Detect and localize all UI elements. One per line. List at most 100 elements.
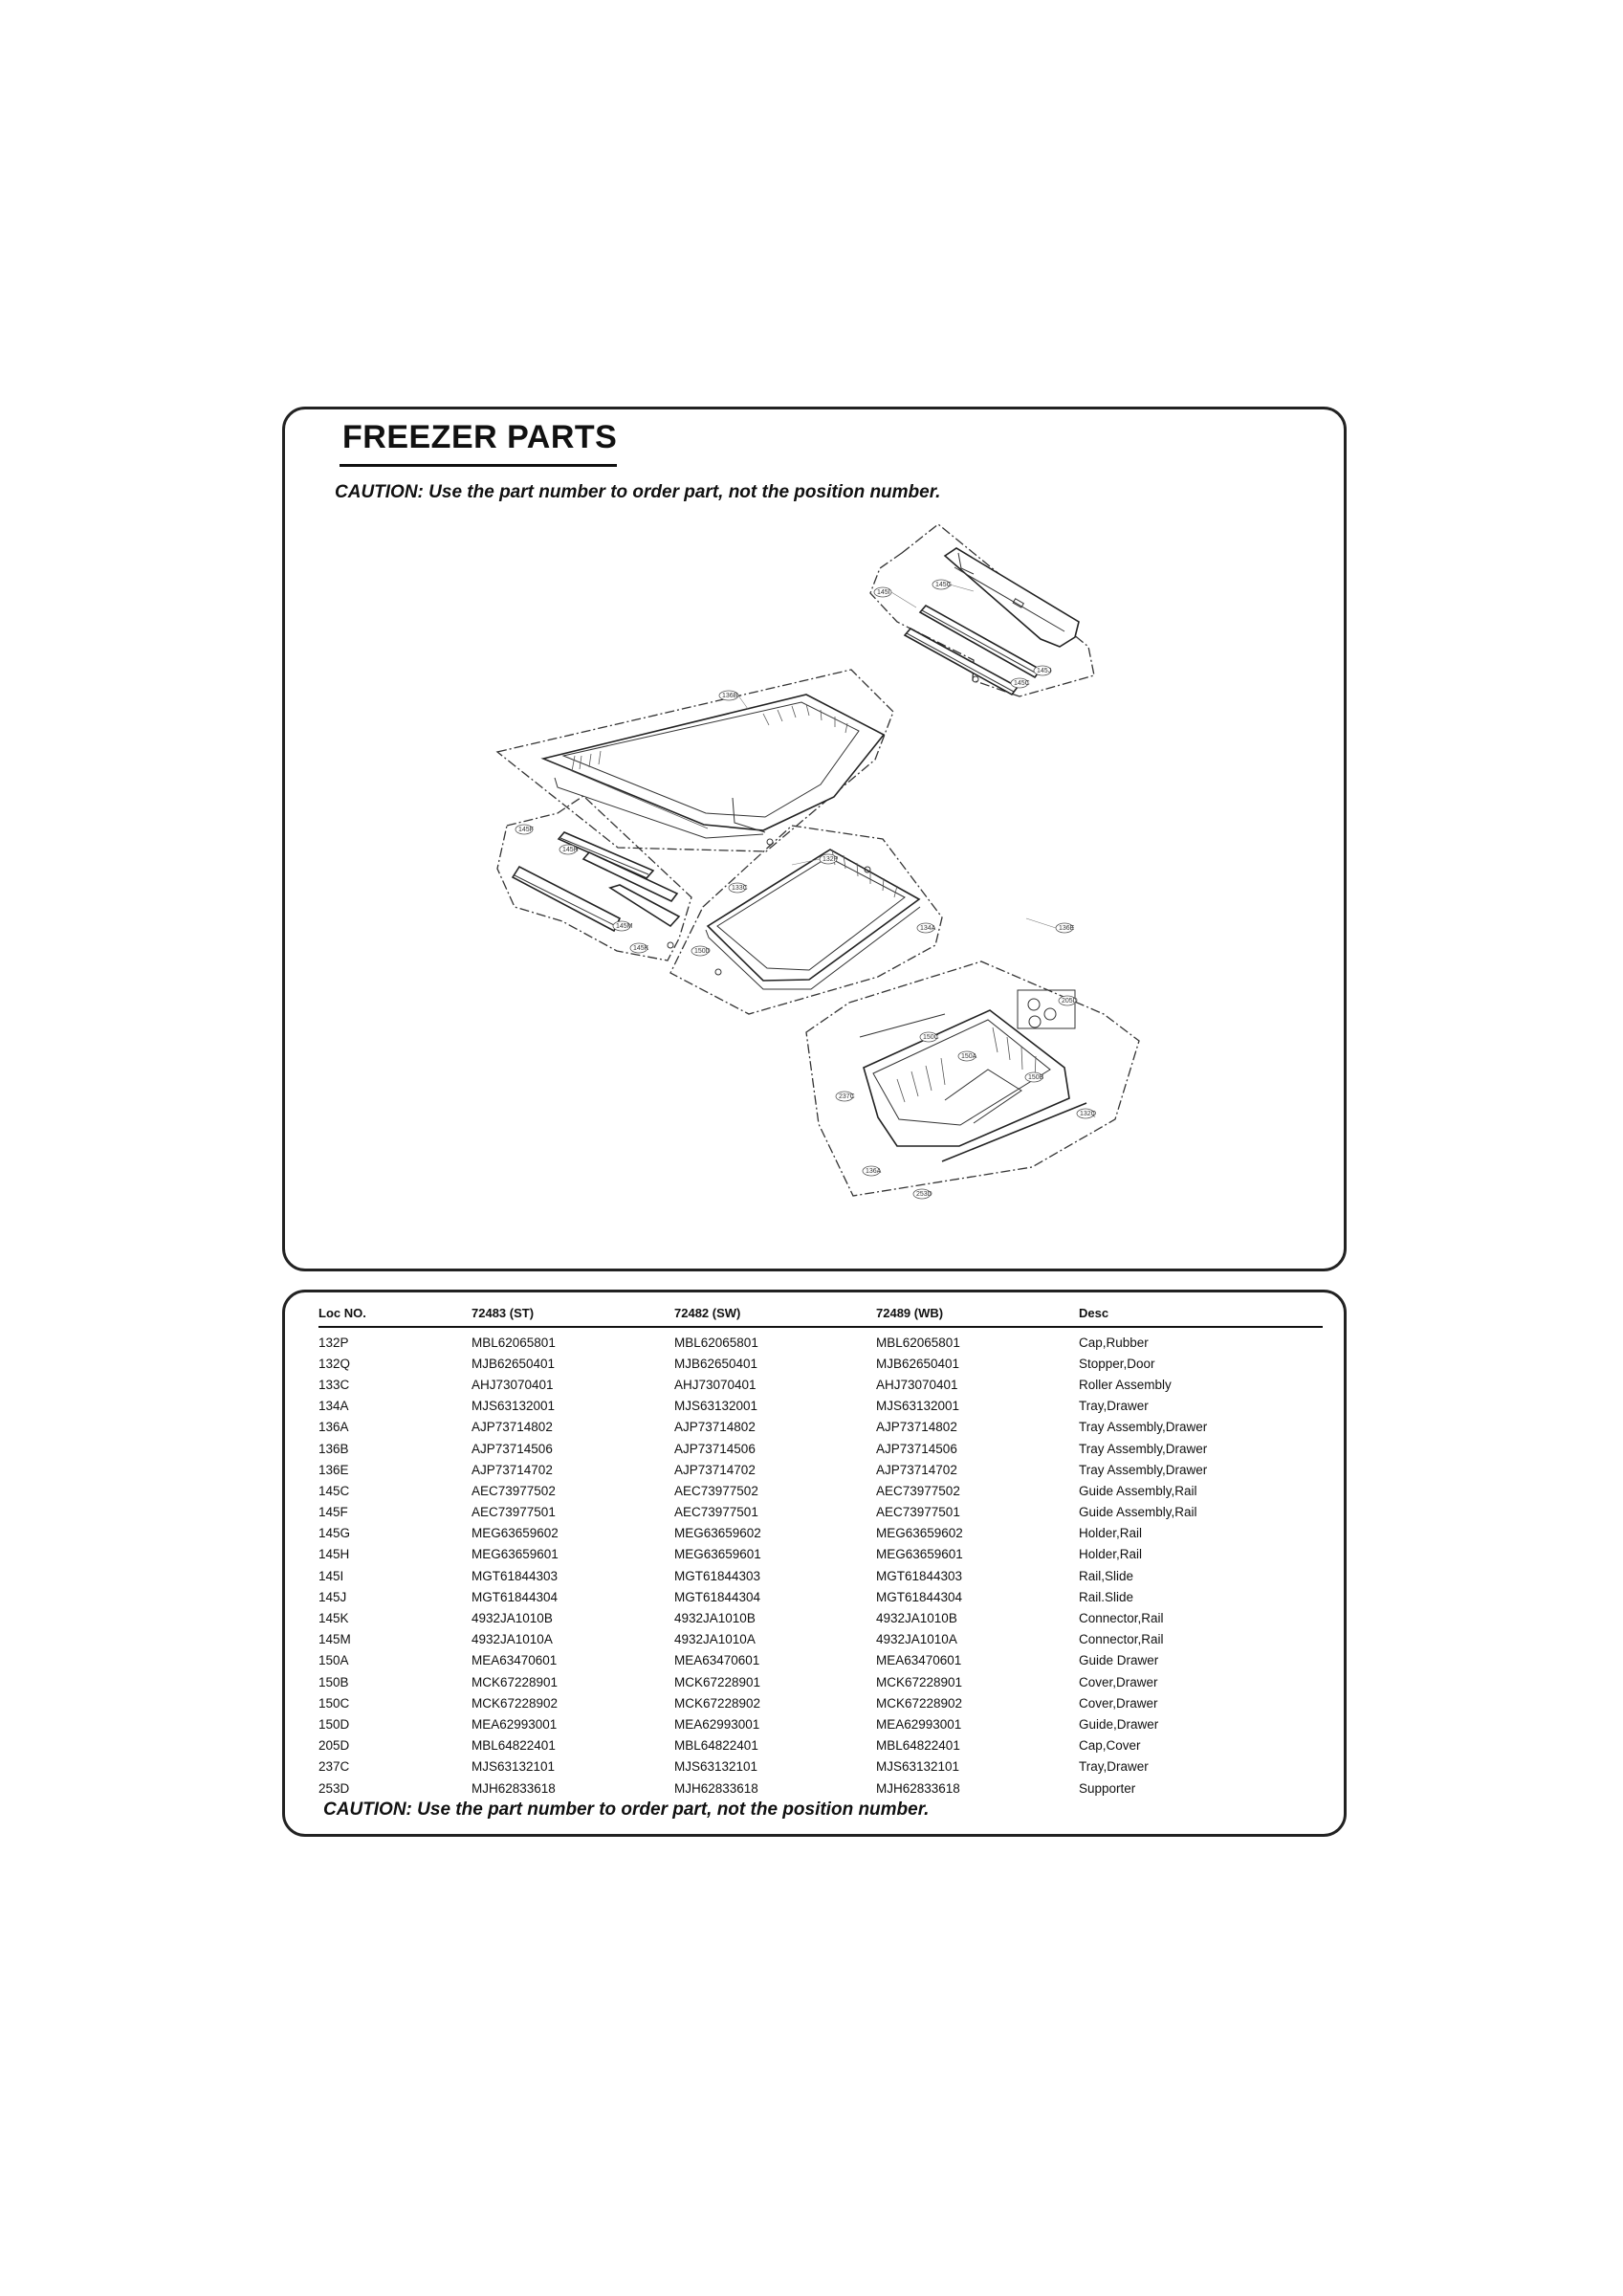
- column-header-72483-st: 72483 (ST): [472, 1300, 674, 1328]
- svg-text:145C: 145C: [1014, 680, 1030, 687]
- description-cell: Tray,Drawer: [1079, 1399, 1149, 1414]
- part-number-cell: AEC73977501: [472, 1505, 556, 1520]
- part-number-cell: MEG63659602: [472, 1526, 559, 1541]
- loc-no-cell: 136A: [318, 1420, 349, 1435]
- description-cell: Cap,Cover: [1079, 1738, 1141, 1754]
- svg-text:132P: 132P: [822, 856, 839, 863]
- part-number-cell: MJS63132101: [674, 1759, 758, 1775]
- part-number-cell: AEC73977502: [472, 1483, 556, 1498]
- loc-no-cell: 134A: [318, 1399, 349, 1414]
- svg-text:150D: 150D: [694, 948, 711, 955]
- column-header-loc-no: Loc NO.: [318, 1300, 472, 1328]
- part-number-cell: MBL64822401: [472, 1738, 556, 1754]
- loc-no-cell: 150B: [318, 1674, 349, 1689]
- description-cell: Rail,Slide: [1079, 1568, 1134, 1583]
- part-number-cell: MEG63659602: [876, 1526, 963, 1541]
- loc-no-cell: 145J: [318, 1589, 347, 1604]
- svg-text:134A: 134A: [920, 925, 936, 932]
- svg-text:133C: 133C: [732, 885, 748, 892]
- loc-no-cell: 205D: [318, 1738, 350, 1754]
- table-row: 145C AEC73977502 AEC73977502 AEC73977502 Gui…: [318, 1480, 1323, 1501]
- caution-note-top: CAUTION: Use the part number to order pa…: [335, 482, 941, 502]
- loc-no-cell: 145F: [318, 1505, 348, 1520]
- description-cell: Cover,Drawer: [1079, 1695, 1158, 1711]
- description-cell: Rail.Slide: [1079, 1589, 1134, 1604]
- svg-text:145F: 145F: [518, 827, 534, 833]
- part-number-cell: AJP73714506: [876, 1441, 957, 1456]
- loc-no-cell: 253D: [318, 1780, 350, 1796]
- part-number-cell: MBL64822401: [876, 1738, 960, 1754]
- part-number-cell: AEC73977501: [876, 1505, 960, 1520]
- lower-drawer-assembly: [805, 960, 1140, 1197]
- part-number-cell: AEC73977502: [876, 1483, 960, 1498]
- column-header-72482-sw: 72482 (SW): [674, 1300, 876, 1328]
- part-number-cell: AHJ73070401: [876, 1377, 958, 1392]
- svg-text:145J: 145J: [1037, 668, 1051, 674]
- exploded-diagram-panel: FREEZER PARTS CAUTION: Use the part numb…: [282, 407, 1347, 1271]
- upper-tray-assembly: [495, 669, 894, 852]
- svg-text:145M: 145M: [616, 923, 633, 930]
- part-number-cell: MEG63659601: [472, 1547, 559, 1562]
- part-number-cell: MJS63132101: [472, 1759, 556, 1775]
- part-number-cell: MCK67228901: [876, 1674, 963, 1689]
- upper-tray-label: 136B: [718, 690, 749, 710]
- description-cell: Guide Assembly,Rail: [1079, 1505, 1197, 1520]
- svg-text:205D: 205D: [1062, 998, 1078, 1004]
- loc-no-cell: 145G: [318, 1526, 351, 1541]
- part-number-cell: MBL64822401: [674, 1738, 758, 1754]
- part-number-cell: AJP73714802: [472, 1420, 553, 1435]
- description-cell: Guide Assembly,Rail: [1079, 1483, 1197, 1498]
- part-number-cell: AJP73714702: [876, 1462, 957, 1477]
- part-number-cell: AEC73977502: [674, 1483, 758, 1498]
- loc-no-cell: 150D: [318, 1716, 350, 1732]
- part-number-cell: 4932JA1010A: [472, 1632, 553, 1647]
- loc-no-cell: 145C: [318, 1483, 350, 1498]
- svg-text:237C: 237C: [839, 1093, 855, 1100]
- description-cell: Roller Assembly: [1079, 1377, 1172, 1392]
- loc-no-cell: 237C: [318, 1759, 350, 1775]
- part-number-cell: MJB62650401: [674, 1356, 758, 1371]
- description-cell: Connector,Rail: [1079, 1632, 1164, 1647]
- svg-text:150C: 150C: [923, 1034, 939, 1041]
- parts-table-panel: Loc NO. 72483 (ST) 72482 (SW) 72489 (WB)…: [282, 1290, 1347, 1837]
- part-number-cell: MJS63132001: [876, 1399, 960, 1414]
- rail-assembly-right-labels: 145I 145G 145J 145C: [873, 579, 1052, 689]
- part-number-cell: 4932JA1010B: [674, 1611, 756, 1626]
- svg-text:145G: 145G: [935, 582, 952, 588]
- description-cell: Tray Assembly,Drawer: [1079, 1462, 1208, 1477]
- description-cell: Guide,Drawer: [1079, 1716, 1159, 1732]
- description-cell: Tray Assembly,Drawer: [1079, 1420, 1208, 1435]
- rail-assembly-left-labels: 145F 145H 145M 145K: [515, 824, 649, 954]
- page-title: FREEZER PARTS: [342, 419, 618, 455]
- part-number-cell: AJP73714702: [674, 1462, 756, 1477]
- svg-text:145I: 145I: [877, 589, 890, 596]
- description-cell: Holder,Rail: [1079, 1547, 1143, 1562]
- svg-text:145K: 145K: [633, 945, 649, 952]
- part-number-cell: MCK67228901: [674, 1674, 761, 1689]
- loc-no-cell: 145H: [318, 1547, 350, 1562]
- description-cell: Cap,Rubber: [1079, 1335, 1149, 1350]
- loc-no-cell: 150A: [318, 1653, 349, 1668]
- part-number-cell: MGT61844304: [876, 1589, 963, 1604]
- part-number-cell: 4932JA1010A: [674, 1632, 756, 1647]
- part-number-cell: MJB62650401: [876, 1356, 960, 1371]
- loc-no-cell: 136B: [318, 1441, 349, 1456]
- part-number-cell: AHJ73070401: [674, 1377, 757, 1392]
- part-number-cell: MJH62833618: [472, 1780, 556, 1796]
- svg-text:132Q: 132Q: [1080, 1111, 1097, 1117]
- loc-no-cell: 145M: [318, 1632, 351, 1647]
- part-number-cell: MEA63470601: [674, 1653, 760, 1668]
- part-number-cell: MJH62833618: [674, 1780, 758, 1796]
- middle-tray-assembly: [667, 825, 943, 1015]
- table-row: 205D MBL64822401 MBL64822401 MBL64822401 Cap…: [318, 1735, 1323, 1756]
- svg-text:136A: 136A: [866, 1168, 882, 1175]
